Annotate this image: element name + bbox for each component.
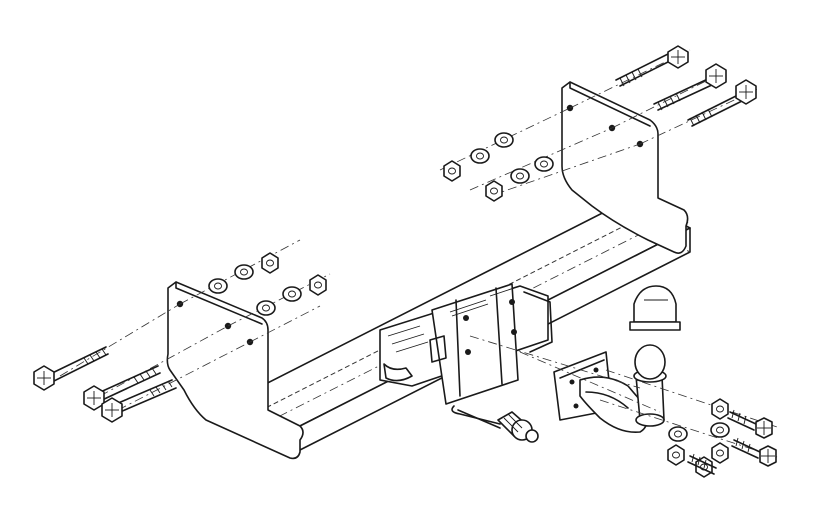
washer-icon — [282, 286, 302, 302]
washer-icon — [668, 426, 688, 442]
hex-bolt-icon — [687, 453, 717, 475]
washer-icon — [710, 422, 730, 438]
washer-icon — [510, 168, 530, 184]
washer-icon — [234, 264, 254, 280]
plate-hole — [463, 315, 469, 321]
left-side-bracket — [166, 281, 304, 460]
assembly-centre-lines — [59, 49, 781, 459]
hex-bolt-icon — [727, 409, 773, 439]
hex-bolt-icon — [731, 437, 777, 467]
washer-icon — [256, 300, 276, 316]
washer-icon — [470, 148, 490, 164]
plate-hole — [509, 299, 515, 305]
plate-hole — [465, 349, 471, 355]
hex-nut-icon — [711, 442, 729, 464]
centre-mounting-plate — [379, 283, 553, 405]
hex-nut-icon — [711, 398, 729, 420]
hex-bolt-icon — [615, 45, 689, 87]
plate-hole — [511, 329, 517, 335]
ball-cover-icon — [629, 285, 681, 331]
axis-crosshairs — [37, 50, 775, 463]
wiring-connector-icon — [451, 405, 539, 443]
tow-ball-icon — [553, 344, 667, 434]
hex-nut-icon — [667, 444, 685, 466]
hex-nut-icon — [443, 160, 461, 182]
washer-icon — [208, 278, 228, 294]
washer-icon — [534, 156, 554, 172]
right-side-bracket — [561, 81, 689, 254]
hex-nut-icon — [485, 180, 503, 202]
hex-bolt-icon — [687, 79, 757, 127]
washer-icon — [494, 132, 514, 148]
hex-bolt-icon — [33, 346, 109, 391]
hex-bolt-icon — [653, 63, 727, 111]
hex-nut-icon — [309, 274, 327, 296]
hex-nut-icon — [261, 252, 279, 274]
